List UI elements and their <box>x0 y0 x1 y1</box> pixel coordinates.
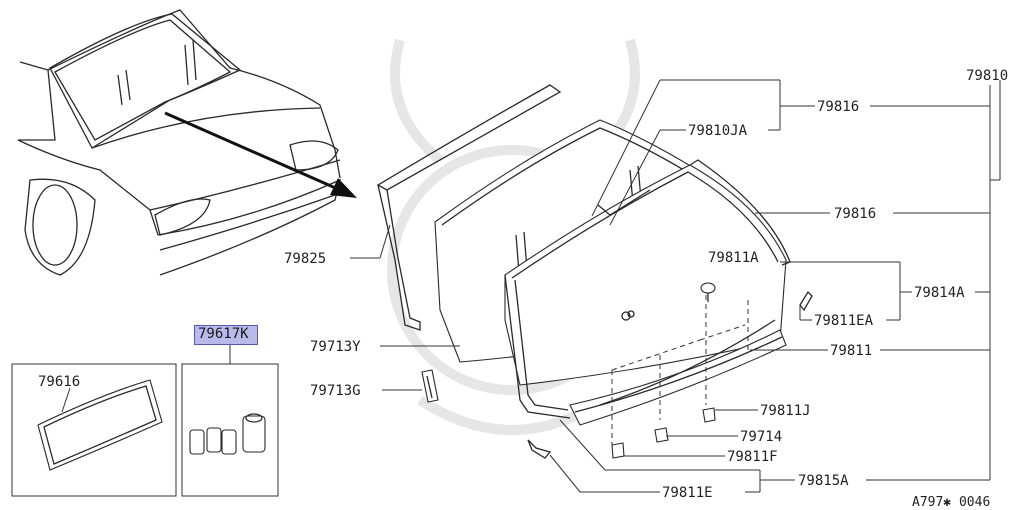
spacer-79713G <box>421 369 439 403</box>
moulding-79825 <box>376 84 562 331</box>
bracket-79811E <box>527 439 552 459</box>
label-79811: 79811 <box>830 343 872 359</box>
clip-79714 <box>654 427 669 443</box>
label-79814A: 79814A <box>914 285 965 301</box>
label-79811A: 79811A <box>708 250 759 266</box>
label-79811E: 79811E <box>662 485 713 501</box>
label-79811F: 79811F <box>727 449 778 465</box>
label-79816-top: 79816 <box>817 99 859 115</box>
label-79825: 79825 <box>284 251 326 267</box>
label-79811J: 79811J <box>760 403 811 419</box>
label-79713G: 79713G <box>310 383 361 399</box>
drawing-code: A797✱ 0046 <box>912 495 990 510</box>
inset-box-79617K <box>181 345 279 497</box>
label-79810: 79810 <box>966 68 1008 84</box>
fastener-kit-icon <box>189 413 266 455</box>
label-79816-mid: 79816 <box>834 206 876 222</box>
cowl-rail-79811 <box>569 295 787 445</box>
direction-arrow <box>164 111 357 198</box>
windshield-frame-79811 <box>504 159 791 419</box>
bracket-79811EA <box>799 290 813 312</box>
clip-79811A <box>700 282 716 302</box>
label-79714: 79714 <box>740 429 782 445</box>
clip-79811J <box>702 407 716 423</box>
label-79815A: 79815A <box>798 473 849 489</box>
label-79616: 79616 <box>38 374 80 390</box>
clip-79811F <box>611 442 625 459</box>
highlighted-part-label: 79617K <box>198 326 249 342</box>
car-rear-illustration <box>17 9 341 276</box>
highlighted-part-79617K[interactable] <box>194 325 258 345</box>
leader-lines <box>350 79 1001 493</box>
inset-box-79616 <box>11 363 177 497</box>
label-79811EA: 79811EA <box>814 313 874 329</box>
label-79810JA: 79810JA <box>688 123 748 139</box>
label-79713Y: 79713Y <box>310 339 361 355</box>
